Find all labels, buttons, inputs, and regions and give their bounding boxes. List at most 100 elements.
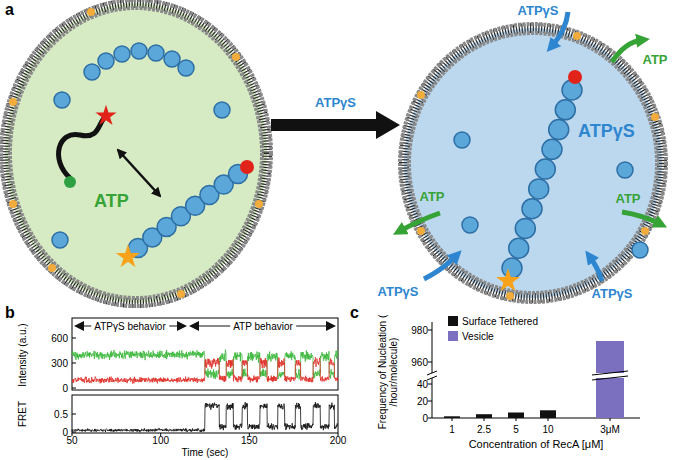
recA-filament xyxy=(515,218,535,238)
tick-label: 300 xyxy=(51,358,68,369)
vesicle-membrane xyxy=(417,227,425,235)
recA-monomers xyxy=(462,217,478,233)
vesicle-membrane xyxy=(506,292,514,300)
exchange-arrows xyxy=(400,12,660,281)
dye-star xyxy=(496,268,520,291)
tick-label: 5 xyxy=(513,424,519,435)
dye-star xyxy=(116,244,140,267)
recA-monomers xyxy=(114,46,130,62)
dye-star xyxy=(95,105,520,291)
tick-label: 40 xyxy=(417,379,428,390)
vesicle-membrane xyxy=(10,8,262,298)
phase-label: ATP behavior xyxy=(230,321,296,332)
recA-monomers xyxy=(178,60,194,76)
vesicle-membrane xyxy=(5,3,267,303)
legend-swatch xyxy=(448,316,458,326)
fluorescence-trace xyxy=(72,350,338,433)
molecule-label: ATPγS xyxy=(592,287,633,301)
recA-filament xyxy=(129,165,248,258)
recA-monomers xyxy=(214,102,230,118)
vesicle-membrane xyxy=(5,3,267,303)
process-arrow xyxy=(271,119,380,131)
recA-monomers xyxy=(98,53,114,69)
recA-filament xyxy=(549,120,569,140)
vesicle-atpgs: ATPγS xyxy=(400,24,666,302)
molecule-label: ATPγS xyxy=(378,285,419,299)
bar-chart xyxy=(596,341,624,373)
molecule-label: ATP xyxy=(419,190,444,204)
recA-monomers xyxy=(52,43,230,248)
dye-dot xyxy=(240,160,254,174)
dye-star xyxy=(95,105,116,125)
tick-label: 1 xyxy=(449,424,455,435)
vesicle-membrane xyxy=(1,0,271,306)
vesicle-membrane xyxy=(255,200,263,208)
exchange-arrows xyxy=(400,213,440,231)
recA-monomers xyxy=(454,132,648,258)
tick-label: 600 xyxy=(51,333,68,344)
molecule-label: ATP xyxy=(642,53,667,67)
arrow-label: ATPγS xyxy=(315,96,356,110)
vesicle-atp: ATP xyxy=(1,0,271,306)
compartment-label: ATPγS xyxy=(578,122,635,142)
trace-frame xyxy=(72,318,338,390)
exchange-arrows xyxy=(612,40,642,62)
vesicle-membrane xyxy=(1,0,271,306)
vesicle-membrane xyxy=(400,24,666,302)
tick-label: 3μM xyxy=(600,424,620,435)
dna-strand xyxy=(59,116,106,188)
recA-filament xyxy=(535,159,555,179)
recA-monomers xyxy=(131,43,147,59)
panel-letter: c xyxy=(350,304,359,322)
recA-monomers xyxy=(54,92,70,108)
recA-filament xyxy=(509,238,529,258)
trace-frame xyxy=(72,318,338,436)
bar-chart xyxy=(596,378,624,418)
vesicle-membrane xyxy=(87,8,95,16)
tick-label: 150 xyxy=(241,435,258,446)
vesicle-membrane xyxy=(573,32,581,40)
panel-letter: b xyxy=(5,304,15,322)
bar-chart xyxy=(427,371,437,380)
recA-monomers xyxy=(454,132,470,148)
dye-dot xyxy=(568,70,582,84)
phase-label: ATPγS behavior xyxy=(91,321,169,332)
axis-title: Time (sec) xyxy=(182,447,229,458)
bar-chart xyxy=(508,413,524,419)
molecule-label: ATP xyxy=(615,192,640,206)
recA-monomers xyxy=(632,242,648,258)
bar-chart xyxy=(444,416,460,418)
tick-label: 20 xyxy=(417,396,428,407)
bar-chart xyxy=(432,322,640,418)
bar-chart xyxy=(428,330,610,421)
tick-label: 10 xyxy=(542,424,553,435)
dna-strand xyxy=(59,116,106,178)
axis-title: Concentration of RecA [μM] xyxy=(469,438,604,450)
vesicle-membrane xyxy=(48,264,56,272)
axis-title: FRET xyxy=(17,401,28,427)
tick-label: 50 xyxy=(66,435,77,446)
tick-label: 0 xyxy=(62,383,68,394)
vesicle-membrane xyxy=(404,28,662,298)
vesicle-membrane xyxy=(9,98,17,106)
axis-title: Intensity (a.u.) xyxy=(17,323,28,386)
recA-monomers xyxy=(84,64,100,80)
exchange-arrows xyxy=(622,212,660,224)
vesicle-membrane xyxy=(651,113,659,121)
vesicle-membrane xyxy=(417,32,659,300)
recA-monomers xyxy=(148,45,164,61)
recA-monomers xyxy=(164,51,180,67)
exchange-arrow xyxy=(118,150,160,196)
bar-chart xyxy=(427,322,640,421)
recA-monomers xyxy=(617,162,633,178)
compartment-label: ATP xyxy=(94,192,129,212)
tick-label: 200 xyxy=(330,435,347,446)
exchange-arrows xyxy=(590,257,602,281)
vesicle-membrane xyxy=(409,33,657,293)
legend-swatch xyxy=(448,331,458,341)
vesicle-membrane xyxy=(404,28,662,298)
bar-chart xyxy=(540,410,556,418)
recA-filament xyxy=(555,100,575,120)
